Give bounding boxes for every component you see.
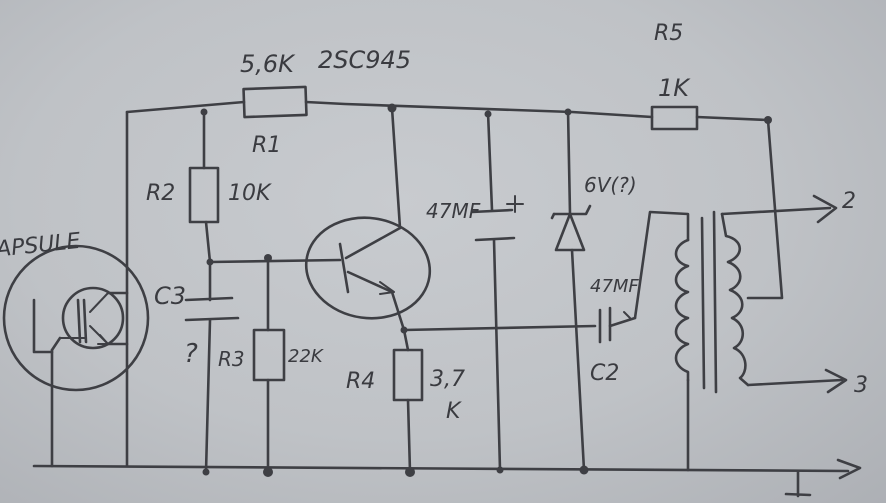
filter-capacitor	[470, 195, 524, 242]
ground-arrow	[836, 458, 862, 480]
labels: APSULE 5,6K 2SC945 R1 R5 1K R2 10K C3 ? …	[0, 21, 868, 424]
r1-label: R1	[252, 133, 281, 158]
junction-dot	[496, 466, 504, 474]
c2-value-label: 47MF	[590, 276, 639, 297]
output-3-label: 3	[854, 373, 868, 398]
r1-resistor	[242, 85, 308, 119]
junction-dot	[564, 108, 572, 116]
r5-resistor	[650, 105, 699, 131]
ground-symbol	[784, 470, 812, 498]
capsule-label: APSULE	[0, 229, 82, 263]
c3-capacitor	[184, 296, 240, 322]
c3-label: C3	[154, 282, 186, 310]
transistor-2sc945	[304, 216, 432, 332]
zener-label: 6V(?)	[584, 173, 637, 197]
c3-value-label: ?	[184, 339, 198, 369]
transformer	[674, 210, 750, 394]
junction-dot	[200, 108, 208, 116]
filter-cap-label: 47MF	[426, 199, 481, 223]
output-2-label: 2	[842, 189, 856, 214]
output-3-arrow	[824, 368, 848, 394]
r4-resistor	[392, 348, 424, 402]
r2-value-label: 10K	[228, 181, 272, 206]
junction-dot	[264, 254, 272, 262]
output-2-arrow	[812, 194, 838, 224]
r2-label: R2	[146, 181, 175, 206]
r5-value-label: 1K	[658, 74, 691, 102]
c2-capacitor	[598, 306, 637, 344]
r3-resistor	[252, 328, 286, 382]
r4-label: R4	[346, 369, 375, 394]
junction-dot	[387, 103, 397, 113]
r3-value-label: 22K	[288, 346, 324, 367]
junction-dot	[764, 116, 772, 124]
r1-value-label: 5,6K	[240, 50, 296, 78]
r4-value-b-label: K	[446, 399, 462, 424]
zener-diode	[550, 204, 592, 252]
transistor-label: 2SC945	[318, 46, 411, 74]
junction-dot	[263, 467, 273, 477]
microphone-capsule	[2, 244, 150, 392]
junction-dot	[206, 258, 214, 266]
junction-dot	[484, 110, 492, 118]
c2-label: C2	[590, 361, 619, 386]
wires	[32, 100, 850, 474]
r2-resistor	[188, 166, 220, 224]
junction-dot	[405, 467, 415, 477]
r3-label: R3	[218, 347, 245, 371]
junction-dot	[579, 465, 589, 475]
r4-value-a-label: 3,7	[430, 367, 465, 392]
r5-label: R5	[654, 21, 683, 46]
junction-dot	[202, 468, 210, 476]
